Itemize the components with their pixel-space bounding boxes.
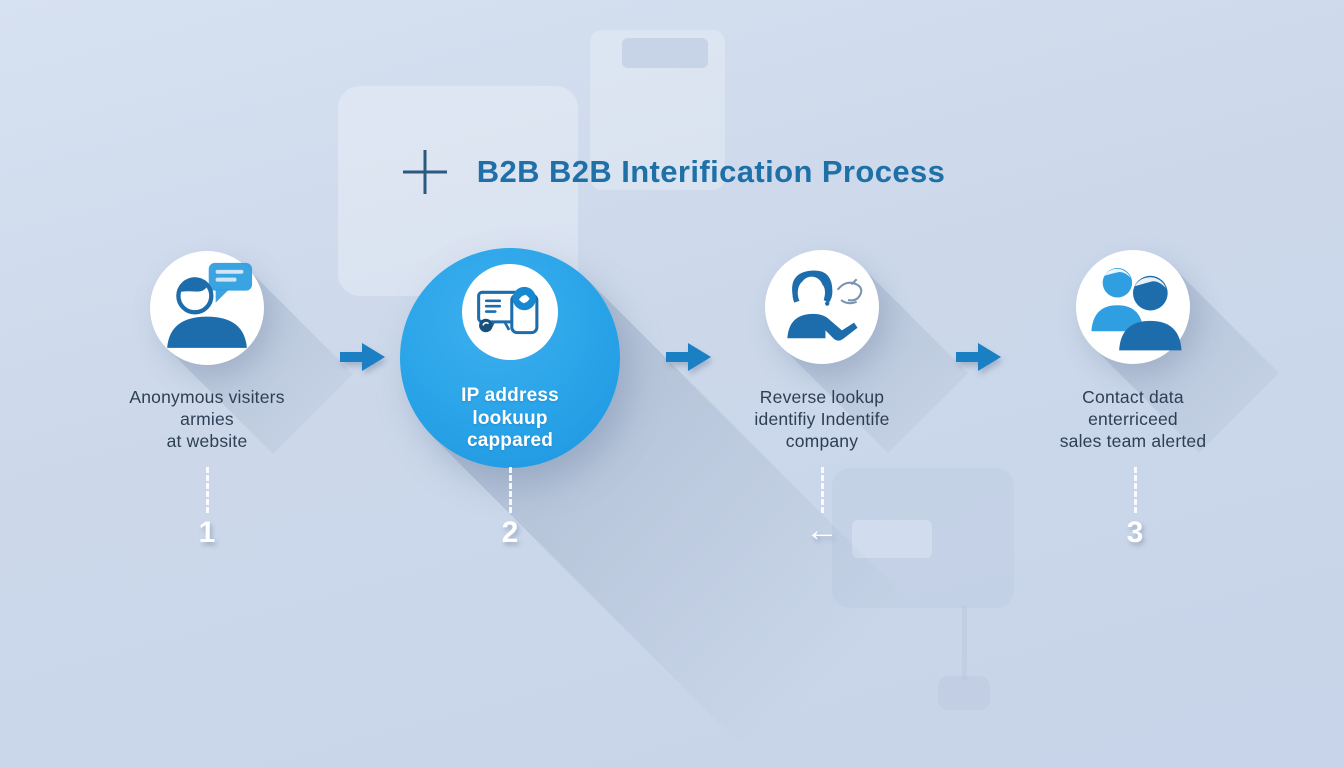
step2-inner-disc [462,264,558,360]
step-number-1: 1 [198,516,216,549]
page-title: B2B B2B Interification Process [476,154,946,189]
caption-line: at website [166,431,248,451]
step-circle-contact-data [1076,250,1190,364]
arrow-right-icon [666,339,712,375]
caption-line: company [785,431,859,451]
step-circle-ip-address-lookup [400,248,620,468]
dashed-line [821,467,824,513]
dashed-line [206,467,209,513]
step-caption-contact-data: Contact data enterriceed sales team aler… [1018,386,1248,452]
step-caption-reverse-lookup: Reverse lookup identifiy Indentife compa… [707,386,937,452]
caption-line: identifiy Indentife [754,409,890,429]
step-number-3: 3 [1126,516,1144,549]
caption-line: Contact data [1082,387,1184,407]
background-connector-line [962,606,967,680]
two-people-icon [1091,268,1182,351]
step-caption-anonymous-visitors: Anonymous visiters armies at website [92,386,322,452]
caption-line: armies [180,409,234,429]
background-panel-shape [622,38,708,68]
caption-line: Reverse lookup [759,387,885,407]
arrow-right-icon [340,339,386,375]
caption-line: IP address [461,385,559,406]
caption-line: sales team alerted [1059,431,1207,451]
caption-line: cappared [466,430,554,451]
step-number-2: 2 [501,516,519,549]
step-circle-anonymous-visitors [150,251,264,365]
arrow-right-icon [956,339,1002,375]
dashed-line [1134,467,1137,513]
woman-presenting-icon [787,270,863,341]
left-arrow-icon: ← [805,511,839,549]
dashed-line [509,467,512,513]
step-caption-ip-address-lookup: IP address lookuup cappared [395,385,625,453]
person-speech-bubble-icon [167,262,253,348]
step-circle-reverse-lookup [765,250,879,364]
caption-line: lookuup [472,407,548,429]
caption-line: enterriceed [1088,409,1178,429]
header: B2B B2B Interification Process [0,146,1344,198]
caption-line: Anonymous visiters [129,387,285,407]
background-node-shape [938,676,990,710]
browser-lookup-icon [477,286,539,335]
plus-icon [402,150,447,194]
